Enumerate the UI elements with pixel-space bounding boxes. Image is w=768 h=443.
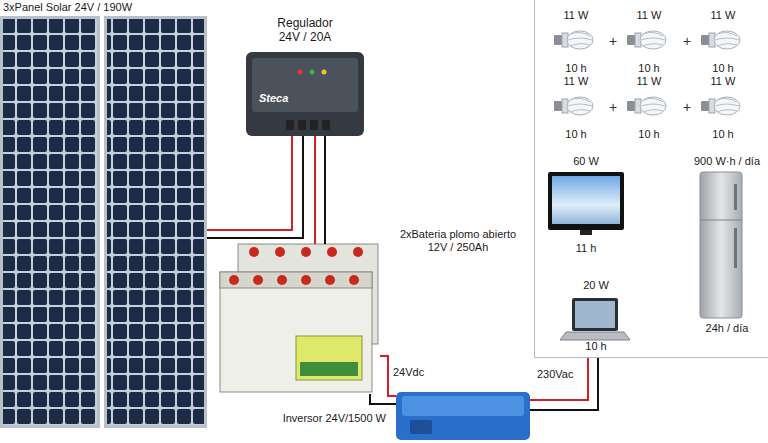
negative-wire	[530, 358, 598, 410]
node-text: 11 W	[711, 9, 736, 22]
plus-sign: +	[608, 99, 618, 115]
fridge-picture	[700, 172, 742, 318]
laptop-load: 20 W 10 h	[561, 279, 631, 353]
node-text: 11 W	[564, 9, 589, 22]
node-text: 10 h	[712, 62, 733, 75]
battery-bank-picture	[220, 244, 378, 392]
node-text: Inversor 24V/1500 W	[283, 412, 386, 425]
bulb-load: 11 W 10 h	[695, 75, 751, 141]
negative-wire	[370, 394, 396, 404]
negative-wire	[207, 136, 303, 238]
node-text: 10 h	[565, 62, 586, 75]
bulb-load: 11 W 10 h	[621, 75, 677, 141]
inverter-device	[396, 392, 530, 440]
voltage-label: 24Vdc	[392, 366, 425, 379]
node-text: Regulador 24V / 20A	[273, 16, 337, 44]
node-text: 10 h	[638, 128, 659, 141]
node-text: 20 W	[583, 279, 609, 292]
cable	[530, 358, 598, 410]
node-text: 11 h	[576, 242, 597, 255]
bulb-load: 11 W 10 h	[548, 9, 604, 75]
voltage-label: 230Vac	[536, 368, 575, 381]
tv-picture	[548, 172, 624, 235]
plus-sign: +	[608, 33, 618, 49]
node-text: 60 W	[573, 155, 599, 168]
positive-wire	[207, 136, 292, 230]
plus-sign: +	[682, 33, 692, 49]
negative-wire	[324, 136, 326, 244]
battery-bank: 2xBateria plomo abierto 12V / 250Ah	[220, 244, 380, 394]
fridge-load: 900 W·h / día 24h / día	[685, 155, 768, 335]
node-text: 11 W	[564, 75, 589, 88]
node-text: 11 W	[637, 9, 662, 22]
bulb-load: 11 W 10 h	[548, 75, 604, 141]
node-text: 10 h	[712, 128, 733, 141]
node-text: 900 W·h / día	[694, 155, 760, 168]
node-text: 10 h	[638, 62, 659, 75]
node-text: 11 W	[711, 75, 736, 88]
plus-sign: +	[682, 99, 692, 115]
tv-load: 60 W 11 h	[546, 155, 626, 255]
bulb-pictures	[554, 31, 740, 115]
bulb-load: 11 W 10 h	[621, 9, 677, 75]
load-panel: ++++11 W10 h11 W10 h11 W10 h11 W10 h11 W…	[534, 0, 768, 358]
brand-logo: Steca	[259, 92, 288, 105]
laptop-picture	[560, 298, 630, 340]
cable	[370, 356, 396, 404]
node-text: 24h / día	[706, 322, 749, 335]
cable	[207, 136, 303, 238]
solar-panels	[0, 16, 207, 428]
node-text: 10 h	[565, 128, 586, 141]
solar-panel: 3xPanel Solar 24V / 190W	[0, 16, 207, 428]
node-text: 3xPanel Solar 24V / 190W	[3, 1, 132, 14]
node-text: 10 h	[585, 340, 606, 353]
bulb-load: 11 W 10 h	[695, 9, 751, 75]
positive-wire	[530, 358, 588, 400]
cable	[315, 136, 325, 244]
node-text: 2xBateria plomo abierto 12V / 250Ah	[393, 228, 523, 254]
regulator-device	[246, 52, 364, 136]
inverter: Inversor 24V/1500 W	[396, 392, 530, 440]
positive-wire	[314, 136, 316, 244]
node-text: 11 W	[637, 75, 662, 88]
